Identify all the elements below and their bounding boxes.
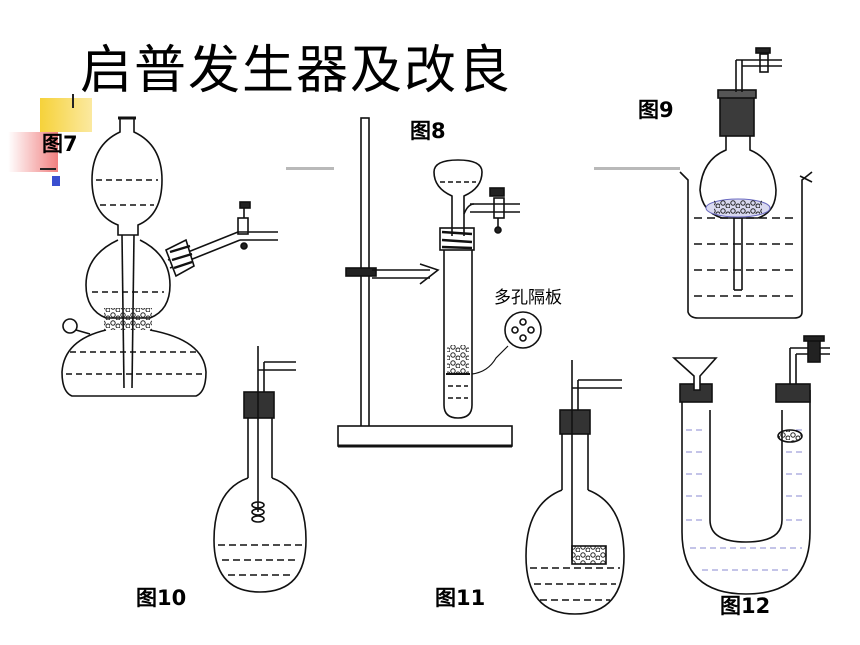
page-title: 启普发生器及改良: [80, 41, 513, 101]
title-underline-segment-right: [594, 167, 680, 170]
ornament-black-dash: [40, 168, 56, 170]
figure-7-kipp-apparatus: [61, 116, 278, 397]
figure-12-u-tube: [671, 335, 830, 595]
figure-10-round-flask: [213, 346, 307, 593]
caption-fig10: 图10: [136, 586, 187, 610]
ornament-blue-square: [52, 176, 60, 186]
figure-8-test-tube-on-stand: [337, 117, 542, 448]
ornament-yellow-square: [40, 98, 92, 132]
annotation-porous-plate: 多孔隔板: [494, 288, 562, 308]
caption-fig9: 图9: [638, 98, 674, 122]
caption-fig8: 图8: [410, 119, 446, 143]
caption-fig7: 图7: [42, 132, 78, 156]
slide-ornament: [0, 90, 110, 200]
caption-fig11: 图11: [435, 586, 486, 610]
figure-9-flask-in-beaker: [679, 47, 813, 319]
ornament-black-tick: [72, 94, 74, 108]
caption-fig12: 图12: [720, 594, 771, 618]
title-underline-segment-left: [286, 167, 334, 170]
ornament-red-square: [8, 132, 58, 172]
figure-11-round-flask-with-basket: [525, 360, 625, 615]
